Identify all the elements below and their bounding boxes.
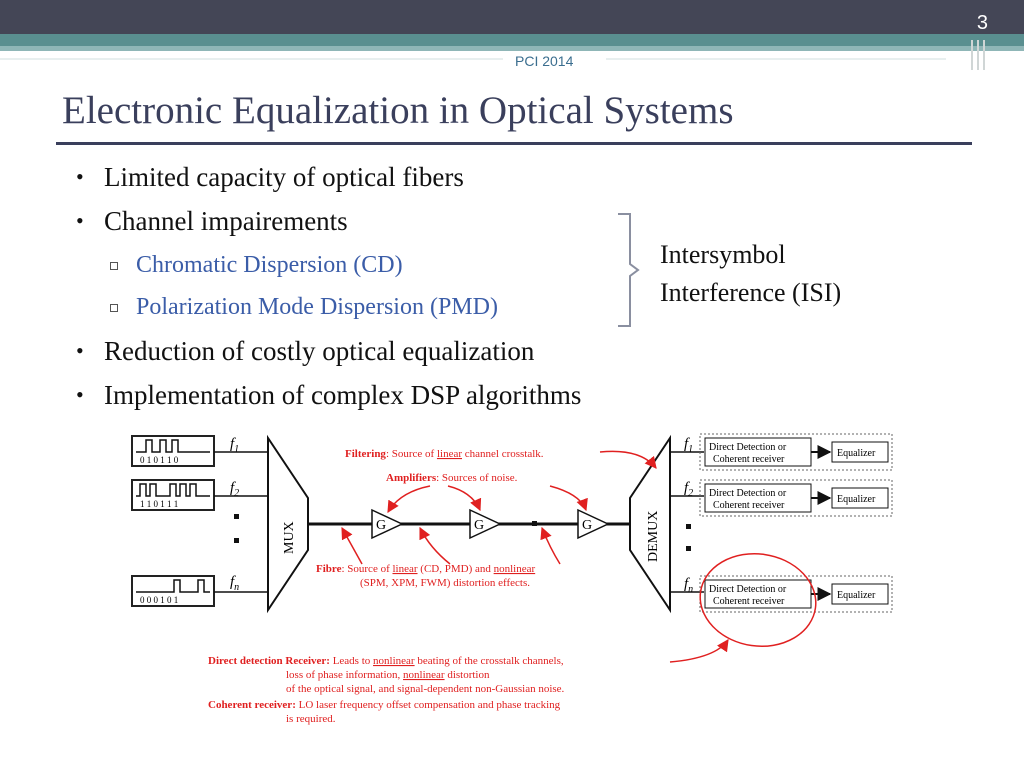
input-stream-1: 0 1 0 1 1 0 <box>131 435 215 467</box>
input-stream-n: 0 0 0 1 0 1 <box>131 575 215 607</box>
header-rule-left <box>0 58 503 60</box>
annotations: Filtering: Source of linear channel cros… <box>208 448 565 725</box>
svg-text:loss of phase information, non: loss of phase information, nonlinear dis… <box>286 669 490 681</box>
svg-text:Direct Detection or: Direct Detection or <box>709 584 787 595</box>
sub-bullet-2: Polarization Mode Dispersion (PMD) <box>110 294 498 321</box>
title-underline <box>56 142 972 145</box>
svg-text:Direct detection Receiver: Lea: Direct detection Receiver: Leads to nonl… <box>208 655 564 667</box>
svg-text:(SPM, XPM, FWM) distortion eff: (SPM, XPM, FWM) distortion effects. <box>360 577 530 589</box>
mux-label: MUX <box>282 521 297 554</box>
system-diagram: 0 1 0 1 1 0 1 1 0 1 1 1 0 0 0 1 0 1 f1 f… <box>131 433 893 725</box>
slide-number: 3 <box>976 12 988 34</box>
f1-label: f1 <box>230 436 239 455</box>
svg-text:f1: f1 <box>684 436 693 455</box>
svg-text:Equalizer: Equalizer <box>837 590 876 601</box>
annotation-arrows <box>341 450 729 663</box>
svg-text:Amplifiers: Sources of noise.: Amplifiers: Sources of noise. <box>386 472 518 484</box>
corner-decoration <box>971 40 985 70</box>
f2-label: f2 <box>230 480 239 499</box>
header-tag: PCI 2014 <box>515 53 574 69</box>
receiver-n: Direct Detection or Coherent receiver Eq… <box>699 575 893 613</box>
receiver-1: Direct Detection or Coherent receiver Eq… <box>699 433 893 471</box>
input-stream-2: 1 1 0 1 1 1 <box>131 479 215 511</box>
svg-text:Equalizer: Equalizer <box>837 448 876 459</box>
svg-text:fn: fn <box>684 576 693 595</box>
header-rule-right <box>606 58 946 60</box>
svg-text:Filtering: Source of linear ch: Filtering: Source of linear channel cros… <box>345 448 544 460</box>
receiver-2: Direct Detection or Coherent receiver Eq… <box>699 479 893 517</box>
svg-text:Direct Detection or: Direct Detection or <box>709 442 787 453</box>
fn-label: fn <box>230 574 239 593</box>
bullet-2: Channel impairements <box>76 206 348 237</box>
top-accent-band <box>0 34 1024 46</box>
mux-block <box>267 434 309 614</box>
svg-text:Coherent receiver: LO laser fr: Coherent receiver: LO laser frequency of… <box>208 699 561 711</box>
svg-text:of the optical signal, and sig: of the optical signal, and signal-depend… <box>286 683 565 695</box>
svg-text:G: G <box>474 518 484 533</box>
isi-brace <box>618 213 640 327</box>
svg-text:is required.: is required. <box>286 713 336 725</box>
sub-bullet-1: Chromatic Dispersion (CD) <box>110 252 403 279</box>
svg-text:Equalizer: Equalizer <box>837 494 876 505</box>
bullet-3: Reduction of costly optical equalization <box>76 336 534 367</box>
bits-2: 1 1 0 1 1 1 <box>140 499 178 509</box>
amp-2 <box>469 508 502 540</box>
receiver-highlight <box>699 552 817 648</box>
isi-label: Intersymbol Interference (ISI) <box>660 240 842 307</box>
amp-3 <box>577 508 610 540</box>
top-bar <box>0 0 1024 34</box>
svg-text:Fibre: Source of linear (CD, P: Fibre: Source of linear (CD, PMD) and no… <box>316 563 536 575</box>
svg-text:Coherent receiver: Coherent receiver <box>713 500 785 511</box>
bits-n: 0 0 0 1 0 1 <box>140 595 178 605</box>
svg-text:G: G <box>582 518 592 533</box>
bullet-1: Limited capacity of optical fibers <box>76 162 464 193</box>
svg-text:Coherent receiver: Coherent receiver <box>713 454 785 465</box>
amp-1 <box>371 508 404 540</box>
svg-text:G: G <box>376 518 386 533</box>
bullet-4: Implementation of complex DSP algorithms <box>76 380 581 411</box>
svg-text:f2: f2 <box>684 480 693 499</box>
svg-text:Coherent receiver: Coherent receiver <box>713 596 785 607</box>
top-accent-stripe <box>0 46 1024 51</box>
slide-title: Electronic Equalization in Optical Syste… <box>62 89 734 132</box>
svg-text:Direct Detection or: Direct Detection or <box>709 488 787 499</box>
bits-1: 0 1 0 1 1 0 <box>140 455 179 465</box>
demux-label: DEMUX <box>646 511 661 562</box>
header-tag-box <box>503 51 603 75</box>
